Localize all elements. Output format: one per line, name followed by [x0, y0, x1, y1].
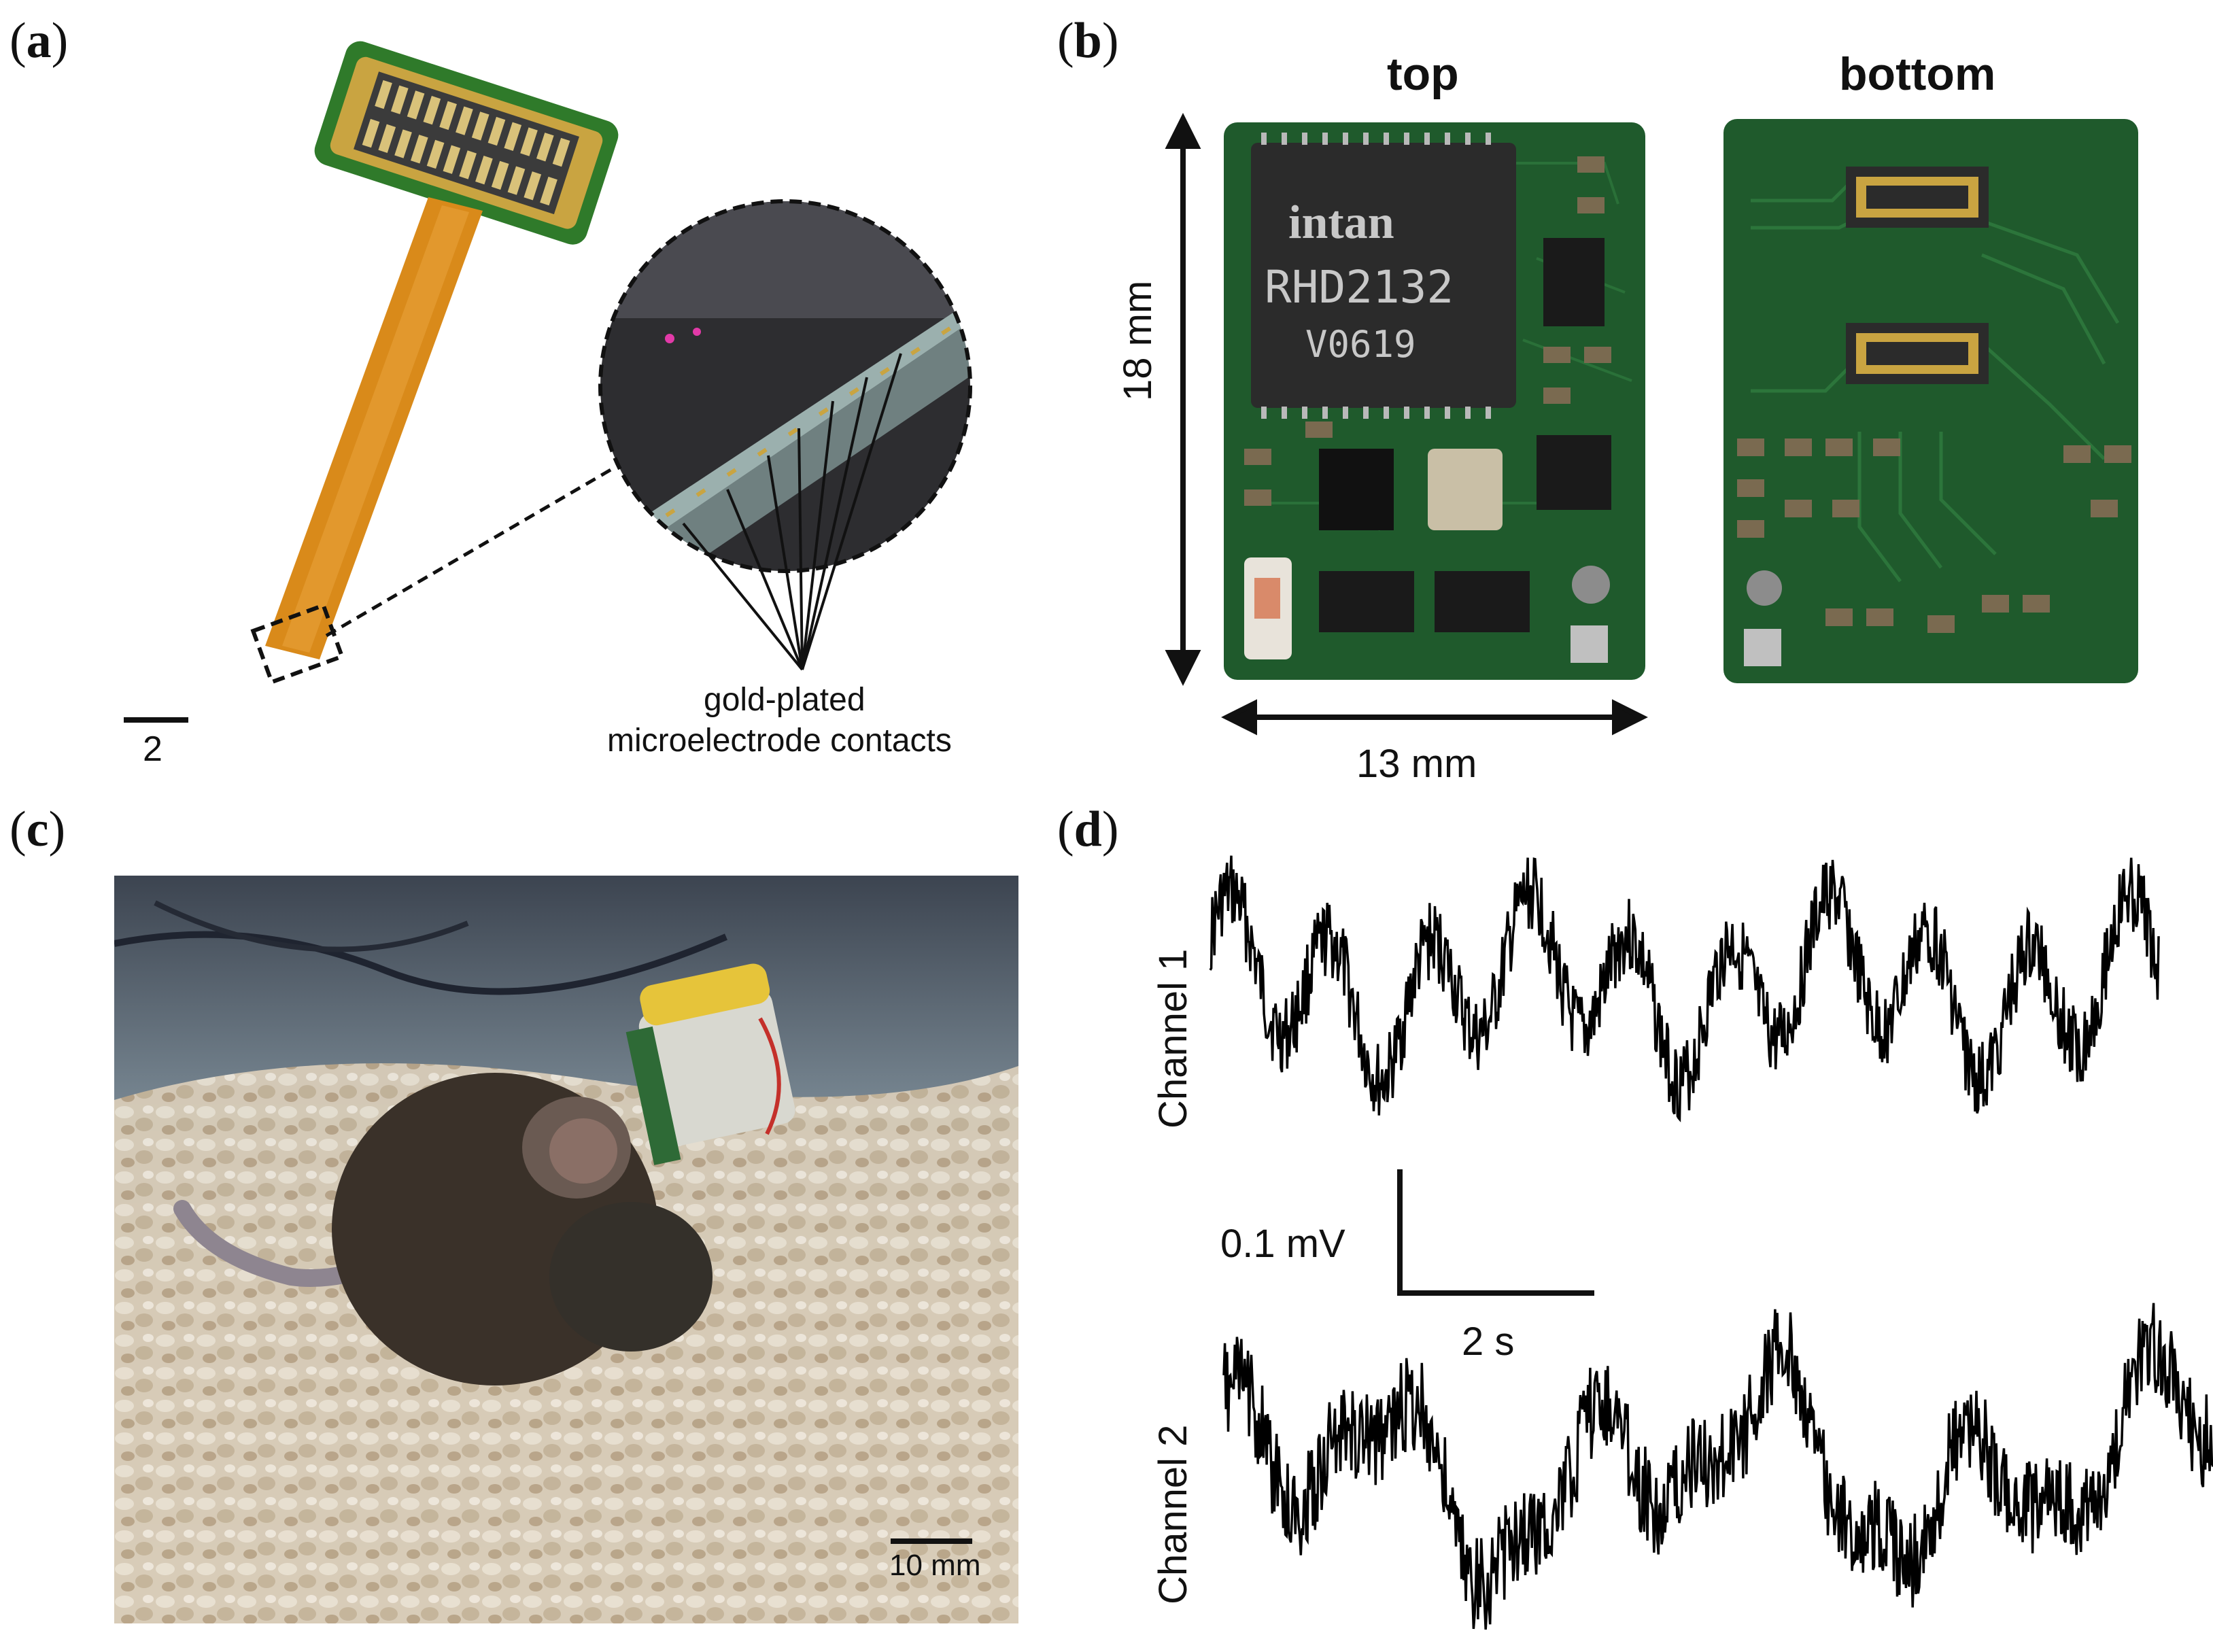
headstage: [625, 963, 795, 1165]
panel-c-label: (c): [10, 802, 66, 857]
scale-bar-a: [124, 717, 188, 723]
flex-electrode-photo: [265, 41, 619, 659]
connector-1: [1846, 167, 1989, 228]
scale-bar-time: [1397, 1290, 1594, 1296]
magnified-inset: [598, 199, 972, 573]
rhd-chip: [1251, 143, 1516, 408]
channel1-trace: [1209, 855, 2160, 1122]
scale-bar-voltage: [1397, 1169, 1403, 1295]
panel-b-label: (b): [1057, 13, 1119, 69]
scale-bar-c: [891, 1538, 972, 1544]
channel2-label: Channel 2: [1151, 1424, 1195, 1604]
pcb-bottom-photo: [1723, 119, 2138, 683]
channel2-trace: [1222, 1303, 2213, 1630]
board-bottom-title: bottom: [1839, 48, 1996, 100]
contacts-annotation-line1: gold-plated: [704, 682, 865, 718]
chip-brand-text: intan: [1288, 196, 1394, 249]
scale-bar-c-label: 10 mm: [889, 1549, 981, 1582]
chip-model-text: RHD2132: [1265, 261, 1454, 313]
pcb-top-photo: intan RHD2132 V0619: [1224, 122, 1645, 680]
panel-d-label: (d): [1057, 802, 1119, 857]
height-dimension-label: 18 mm: [1116, 280, 1160, 401]
chip-code-text: V0619: [1305, 323, 1416, 366]
mouse-photo: 10 mm: [114, 876, 1018, 1623]
scale-bar-a-label: 2: [143, 729, 162, 769]
contacts-annotation-line2: microelectrode contacts: [607, 723, 952, 759]
connector-2: [1846, 323, 1989, 384]
scale-voltage-label: 0.1 mV: [1220, 1222, 1345, 1266]
board-top-title: top: [1387, 48, 1459, 100]
scale-time-label: 2 s: [1462, 1320, 1515, 1364]
width-dimension-label: 13 mm: [1356, 742, 1477, 786]
channel1-label: Channel 1: [1151, 948, 1195, 1129]
panel-a-label: (a): [10, 13, 69, 69]
connector-head: [314, 41, 619, 245]
